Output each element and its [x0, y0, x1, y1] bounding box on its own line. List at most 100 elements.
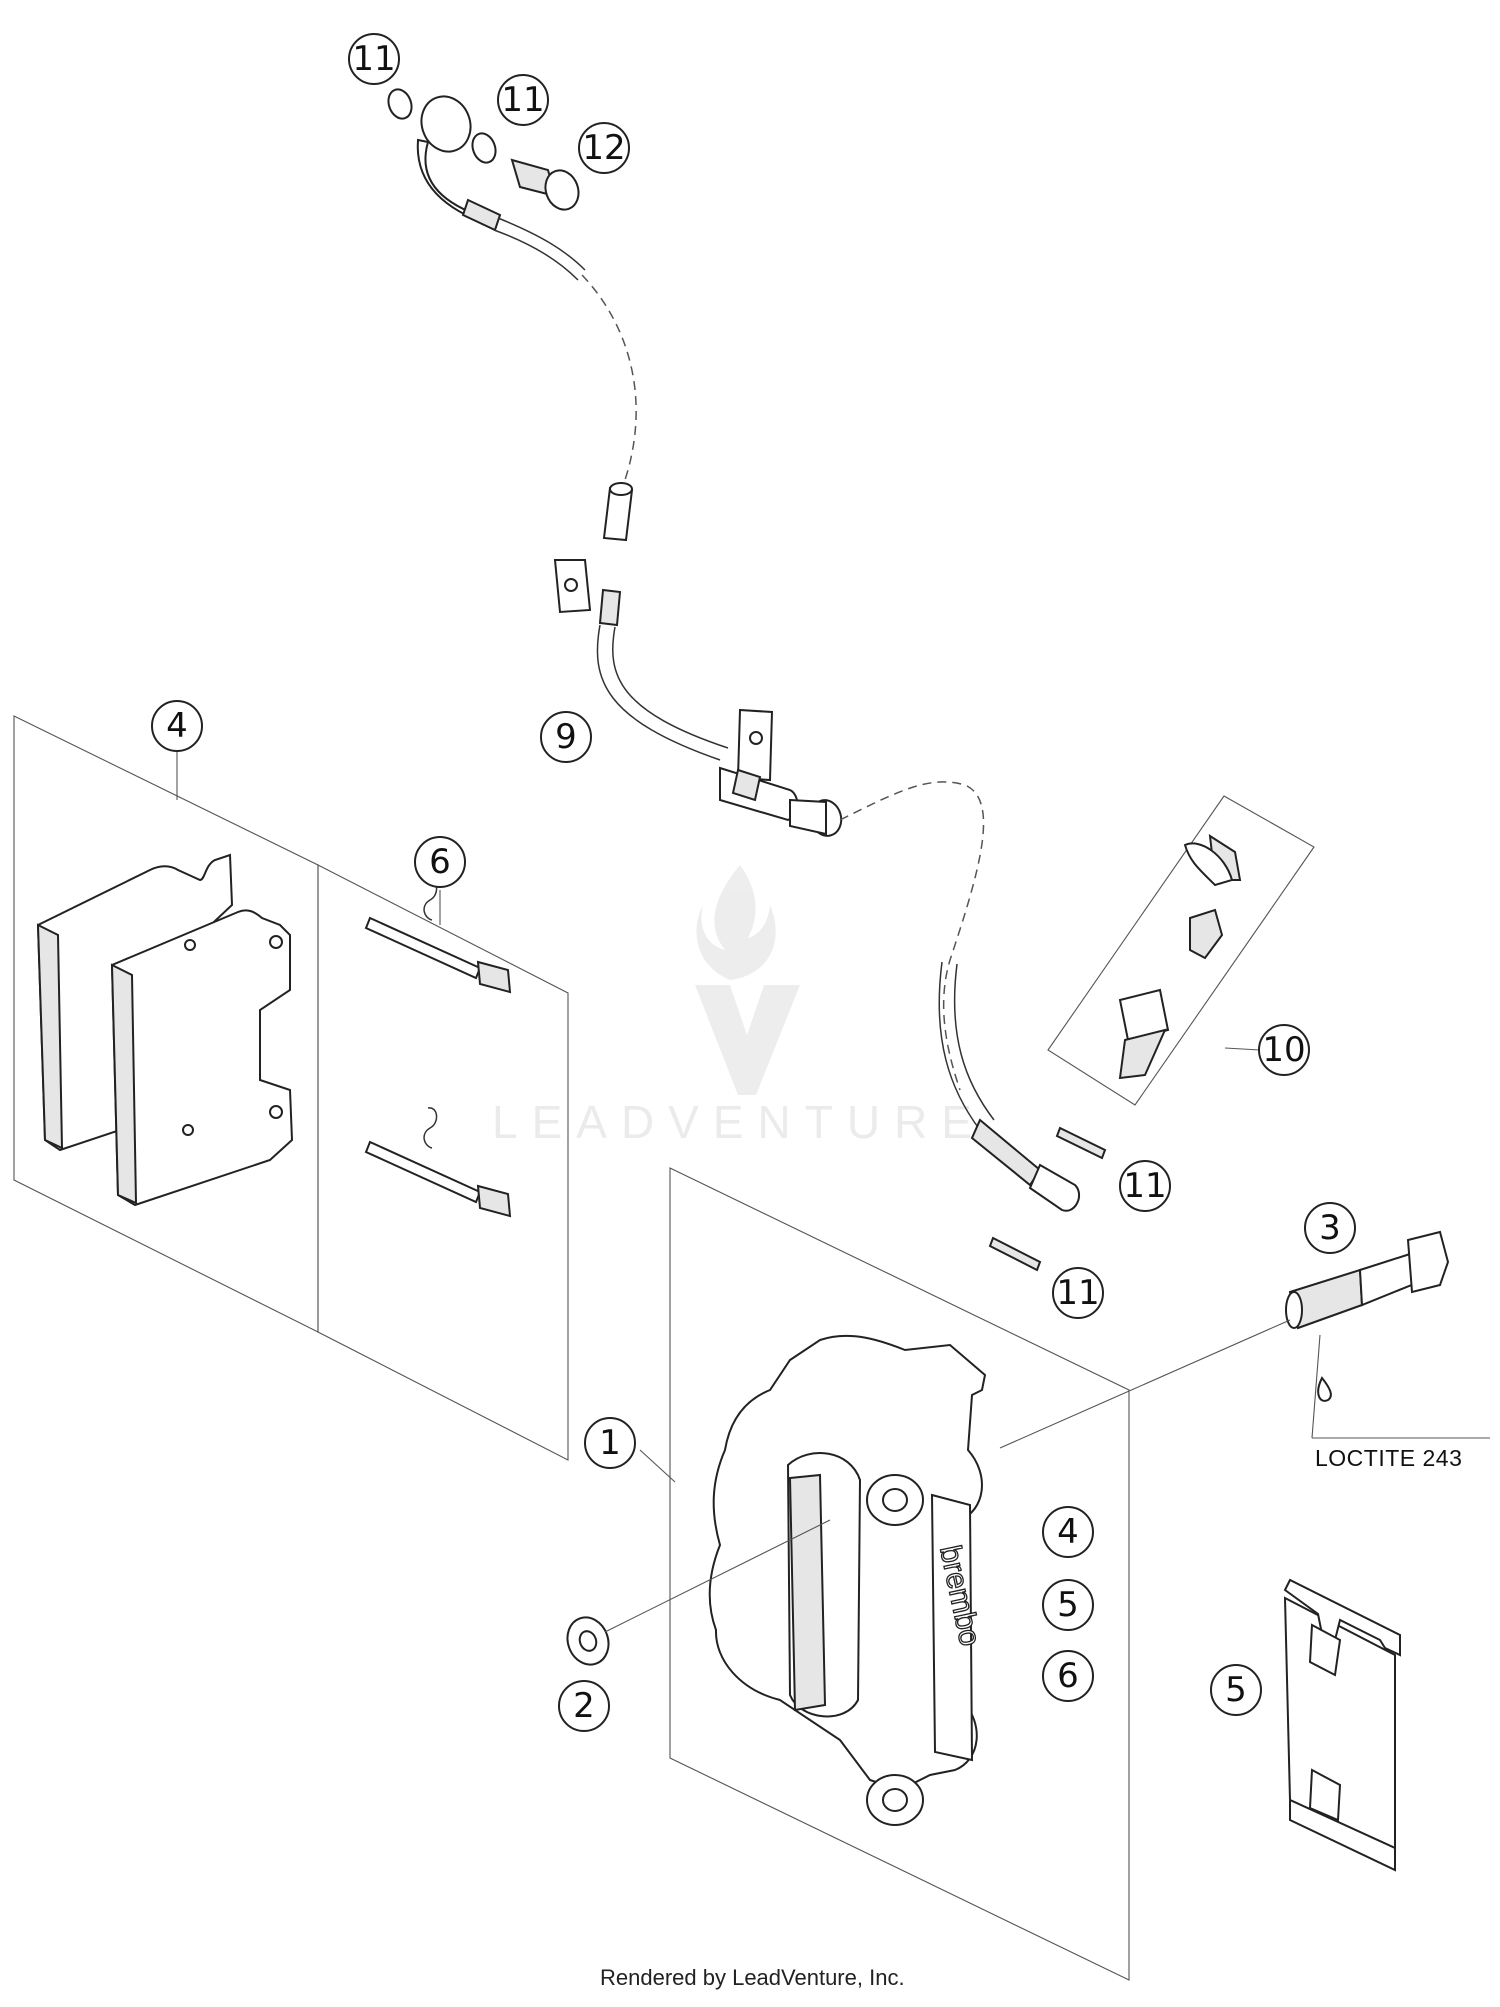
- watermark-flame-logo: [696, 865, 776, 980]
- bleeder-bolt-head: [1118, 988, 1170, 1042]
- hose-lower-line-a: [596, 624, 721, 761]
- pad-hole-4: [269, 1105, 283, 1119]
- hose-bracket-lower: [736, 708, 774, 782]
- callout-circle: [497, 74, 549, 126]
- callout-label: 11: [352, 39, 395, 79]
- callout-label: 6: [1057, 1656, 1079, 1696]
- banjo-fitting-top: [387, 88, 586, 281]
- pin-upper: [364, 916, 482, 980]
- callout-label: 9: [555, 717, 577, 757]
- callout-1-caliper: 1: [584, 1417, 636, 1469]
- bolt-3: LOCTITE 243: [999, 1230, 1490, 1471]
- hose-end-to-caliper: [938, 961, 1081, 1212]
- pad-spring-tab-bottom: [1308, 1768, 1342, 1822]
- callout-label: 5: [1057, 1585, 1079, 1625]
- callout-circle: [1258, 1024, 1310, 1076]
- washer-2-leader: [604, 1519, 831, 1633]
- pin-lower-head: [476, 1184, 512, 1218]
- callout-label: 11: [1056, 1273, 1099, 1313]
- bleeder-bolt-thread: [1118, 1028, 1167, 1080]
- bolt-3-shank: [1358, 1252, 1416, 1307]
- leader-1: [639, 1449, 676, 1483]
- callout-10-bleeder: 10: [1258, 1024, 1310, 1076]
- bolt-3-head: [1406, 1230, 1450, 1294]
- watermark-v-logo: [695, 985, 800, 1095]
- hose-lower-crimp: [731, 768, 762, 802]
- hose-end-line-a: [938, 961, 981, 1131]
- callout-circle: [414, 836, 466, 888]
- callout-circle: [1042, 1650, 1094, 1702]
- pad-hole-1: [184, 939, 196, 951]
- callout-label: 6: [429, 842, 451, 882]
- hose-fitting-mid-end: [609, 482, 633, 496]
- hose-end-nozzle: [1028, 1163, 1081, 1212]
- banjo-eye: [420, 95, 472, 153]
- callout-circle: [348, 33, 400, 85]
- hose-upper-b: [493, 229, 579, 281]
- bolt-3-tip: [1285, 1291, 1303, 1329]
- callout-label: 2: [573, 1686, 595, 1726]
- pad-hole-3: [269, 935, 283, 949]
- callout-label: 12: [582, 128, 625, 168]
- bleeder-kit-10: [1047, 795, 1315, 1106]
- caliper-logo-panel: [930, 1493, 974, 1762]
- caliper-pad-window: [788, 1473, 827, 1712]
- pad-spring-5: [1283, 1578, 1401, 1872]
- callout-6-pins: 6: [414, 836, 466, 888]
- caliper-mount-eye-top-hole: [882, 1488, 908, 1512]
- loctite-leader-v: [1311, 1334, 1321, 1439]
- washer-11-lower-a: [1055, 1126, 1107, 1160]
- washer-11-top-left: [387, 88, 413, 120]
- washer-11-top-right: [471, 132, 497, 164]
- watermark-text: LEADVENTURE: [492, 1096, 986, 1148]
- callout-circle: [1210, 1664, 1262, 1716]
- washer-11-lower-b: [988, 1236, 1042, 1272]
- callout-circle: [1042, 1506, 1094, 1558]
- callout-11-lower-a: 11: [1119, 1160, 1171, 1212]
- callout-9-hose: 9: [540, 711, 592, 763]
- pad-spring-tab-top: [1308, 1623, 1342, 1677]
- callout-2-washer: 2: [558, 1680, 610, 1732]
- callout-circle: [151, 700, 203, 752]
- callout-5-caliper: 5: [1042, 1579, 1094, 1631]
- callout-circle: [584, 1417, 636, 1469]
- callout-4-caliper: 4: [1042, 1506, 1094, 1558]
- callout-label: 11: [1123, 1166, 1166, 1206]
- callout-circle: [558, 1680, 610, 1732]
- pins-panel: [317, 864, 569, 1461]
- callout-3-bolt: 3: [1304, 1202, 1356, 1254]
- hose-dashed-continuation-top: [581, 274, 637, 491]
- pad-spring-bottom-clip: [1289, 1798, 1396, 1872]
- washer-2-hole: [578, 1630, 598, 1652]
- hose-fitting-mid: [602, 486, 634, 542]
- hose-lower-line-b: [612, 626, 729, 749]
- bleeder-kit-box: [1047, 795, 1315, 1106]
- callout-circle: [1052, 1267, 1104, 1319]
- bleeder-cap-front: [1183, 842, 1234, 887]
- brake-pad-front-lining: [110, 963, 138, 1205]
- bleeder-screw: [1189, 908, 1224, 960]
- loctite-note: LOCTITE 243: [1315, 1445, 1462, 1471]
- bracket-hole-upper: [564, 578, 578, 592]
- hose-end-fitting: [970, 1118, 1042, 1187]
- callout-6-caliper: 6: [1042, 1650, 1094, 1702]
- callout-4-pads: 4: [151, 700, 203, 752]
- pin-lower: [364, 1140, 482, 1204]
- bolt-3-leader: [999, 1319, 1291, 1449]
- loctite-drop-icon: [1317, 1376, 1332, 1402]
- hose-crimp-mid: [598, 588, 622, 627]
- callout-label: 4: [1057, 1512, 1079, 1552]
- hose-lower-tip-body: [789, 798, 827, 836]
- callout-11-top-right: 11: [497, 74, 549, 126]
- banjo-bolt-head: [544, 169, 580, 211]
- callout-label: 1: [599, 1423, 621, 1463]
- brake-pad-front: [110, 909, 294, 1207]
- callout-circle: [1042, 1579, 1094, 1631]
- watermark: LEADVENTURE: [492, 865, 986, 1148]
- callout-circle: [1119, 1160, 1171, 1212]
- callout-label: 11: [501, 80, 544, 120]
- callout-12: 12: [578, 122, 630, 174]
- callout-circle: [578, 122, 630, 174]
- hose-9: [553, 482, 843, 837]
